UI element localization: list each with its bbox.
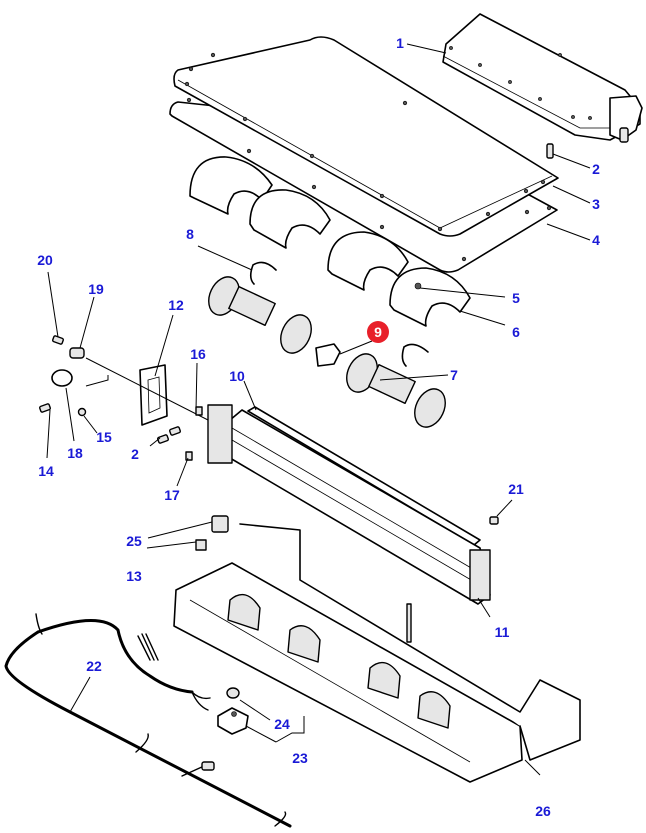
callout-26[interactable]: 26 <box>535 803 551 819</box>
callout-23[interactable]: 23 <box>292 750 308 766</box>
fuse-part[interactable] <box>195 539 207 551</box>
callout-2-left[interactable]: 2 <box>131 446 139 462</box>
callout-25[interactable]: 25 <box>126 533 142 549</box>
callout-8[interactable]: 8 <box>186 226 194 242</box>
callout-16[interactable]: 16 <box>190 346 206 362</box>
control-box-part[interactable] <box>442 13 643 143</box>
callout-4[interactable]: 4 <box>592 232 600 248</box>
callout-7[interactable]: 7 <box>450 367 458 383</box>
callout-13[interactable]: 13 <box>126 568 142 584</box>
callout-20[interactable]: 20 <box>37 252 53 268</box>
callout-18[interactable]: 18 <box>67 445 83 461</box>
grommet-part[interactable] <box>185 451 193 461</box>
wiring-harness-part[interactable] <box>4 613 292 828</box>
blower-scroll-halves[interactable] <box>189 156 471 327</box>
expansion-valve-fittings[interactable] <box>38 335 209 421</box>
callout-17[interactable]: 17 <box>164 487 180 503</box>
housing-part[interactable] <box>173 523 581 783</box>
callout-21[interactable]: 21 <box>508 481 524 497</box>
blower-motor-right[interactable] <box>341 349 451 432</box>
callout-2-top[interactable]: 2 <box>592 161 600 177</box>
callout-19[interactable]: 19 <box>88 281 104 297</box>
gasket-frame-part[interactable] <box>139 364 168 426</box>
screw-pair-part[interactable] <box>156 426 182 444</box>
clip-part[interactable] <box>195 406 203 416</box>
plug-part[interactable] <box>489 516 499 525</box>
callout-6[interactable]: 6 <box>512 324 520 340</box>
evaporator-core-part[interactable] <box>207 404 491 605</box>
thermostat-kit-part[interactable] <box>217 687 249 735</box>
callout-15[interactable]: 15 <box>96 429 112 445</box>
callout-3[interactable]: 3 <box>592 196 600 212</box>
callout-22[interactable]: 22 <box>86 658 102 674</box>
callout-5[interactable]: 5 <box>512 290 520 306</box>
motor-clamp-part[interactable] <box>249 261 429 367</box>
callout-9-highlighted[interactable]: 9 <box>367 321 389 343</box>
blower-motor-left[interactable] <box>203 272 317 358</box>
callout-10[interactable]: 10 <box>229 368 245 384</box>
callout-1[interactable]: 1 <box>396 35 404 51</box>
resistor-part[interactable] <box>315 343 341 367</box>
screw-part[interactable] <box>546 143 554 159</box>
callout-11[interactable]: 11 <box>494 624 510 640</box>
callout-14[interactable]: 14 <box>38 463 54 479</box>
top-cover-part[interactable] <box>173 36 559 262</box>
callout-12[interactable]: 12 <box>168 297 184 313</box>
callout-24[interactable]: 24 <box>274 716 290 732</box>
leader-lines <box>46 43 591 776</box>
relay-part[interactable] <box>211 515 229 533</box>
